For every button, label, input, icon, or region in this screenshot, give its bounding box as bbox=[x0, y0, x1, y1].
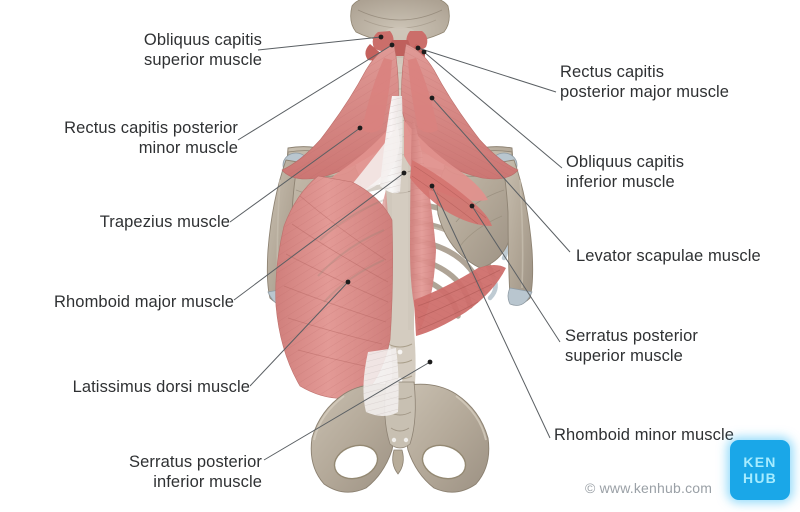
kenhub-logo-line2: HUB bbox=[743, 470, 777, 486]
label-trapezius-muscle: Trapezius muscle bbox=[99, 213, 230, 231]
leader-rhomboid-minor bbox=[431, 185, 551, 439]
serratus-posterior-superior-muscle bbox=[410, 160, 492, 226]
leader-serratus-posterior-superior bbox=[471, 205, 561, 343]
humerus-right bbox=[501, 159, 534, 306]
left-ribs-under-latissimus bbox=[317, 199, 385, 303]
label-rectus-capitis-posterior-major-muscle: Rectus capitis posterior major muscle bbox=[560, 63, 730, 101]
neck-muscles bbox=[362, 58, 438, 133]
label-levator-scapulae-muscle: Levator scapulae muscle bbox=[576, 247, 761, 265]
leader-levator-scapulae bbox=[431, 97, 571, 253]
label-rectus-capitis-posterior-minor-muscle: Rectus capitis posterior minor muscle bbox=[64, 119, 238, 157]
leader-rhomboid-major bbox=[233, 172, 405, 301]
label-serratus-posterior-superior-muscle: Serratus posterior superior muscle bbox=[565, 327, 698, 365]
leader-obliquus-capitis-superior bbox=[257, 36, 382, 51]
leader-lines bbox=[229, 36, 571, 461]
leader-serratus-posterior-inferior bbox=[263, 361, 431, 461]
latissimus-dorsi-muscle bbox=[275, 175, 393, 413]
label-obliquus-capitis-inferior-muscle: Obliquus capitis inferior muscle bbox=[566, 153, 685, 191]
label-latissimus-dorsi-muscle: Latissimus dorsi muscle bbox=[72, 378, 250, 396]
leader-obliquus-capitis-inferior bbox=[423, 51, 563, 169]
label-rhomboid-minor-muscle: Rhomboid minor muscle bbox=[554, 426, 734, 444]
serratus-posterior-inferior-muscle bbox=[414, 265, 506, 336]
lumbar-aponeurosis bbox=[363, 348, 399, 416]
trapezius-muscle bbox=[281, 43, 519, 201]
leader-latissimus-dorsi bbox=[249, 281, 349, 387]
label-rhomboid-major-muscle: Rhomboid major muscle bbox=[54, 293, 234, 311]
label-obliquus-capitis-superior-muscle: Obliquus capitis superior muscle bbox=[143, 31, 262, 69]
leader-trapezius bbox=[229, 127, 361, 223]
kenhub-logo[interactable]: KEN HUB bbox=[730, 440, 790, 500]
leader-rectus-capitis-posterior-major bbox=[417, 47, 557, 93]
label-serratus-posterior-inferior-muscle: Serratus posterior inferior muscle bbox=[129, 453, 262, 491]
kenhub-logo-line1: KEN bbox=[743, 454, 777, 470]
copyright-text: © www.kenhub.com bbox=[585, 480, 713, 496]
leader-endpoint-dots bbox=[345, 34, 475, 365]
leader-rectus-capitis-posterior-minor bbox=[237, 44, 393, 141]
